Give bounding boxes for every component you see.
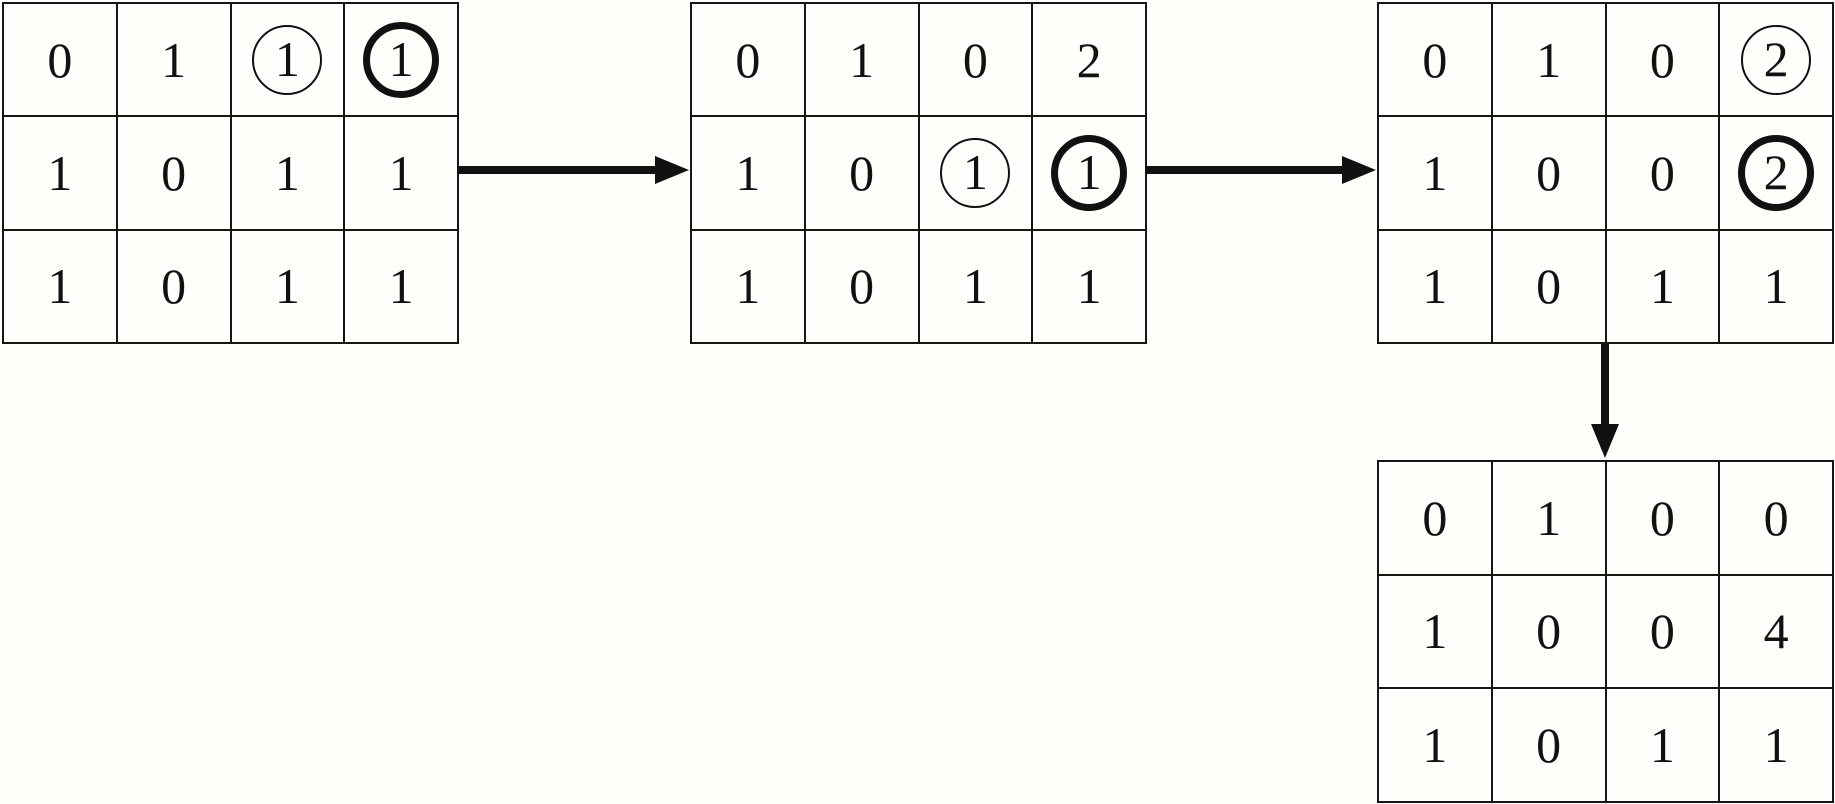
matrix-cell: 0 (1605, 574, 1720, 689)
matrix-cell: 1 (1378, 116, 1492, 230)
matrix-cell: 1 (1605, 688, 1720, 802)
matrix-cell: 0 (804, 116, 919, 230)
bold-circle-mark: 2 (1738, 134, 1815, 211)
matrix-cell: 0 (1491, 688, 1606, 802)
arrow-right-icon (459, 156, 689, 184)
matrix-cell: 0 (3, 3, 117, 117)
matrix-cell: 1 (116, 3, 231, 117)
matrix-cell: 1 (1719, 688, 1833, 802)
matrix-cell: 0 (116, 229, 231, 343)
matrix-cell: 1 (1378, 688, 1492, 802)
matrix-cell: 1 (1605, 229, 1720, 343)
matrix-cell: 0 (1378, 461, 1492, 575)
matrix-cell: 0 (1719, 461, 1833, 575)
matrix-cell: 1 (230, 229, 345, 343)
matrix-cell: 0 (1491, 229, 1606, 343)
bold-circle-mark: 1 (1051, 134, 1128, 211)
matrix-cell: 1 (1378, 574, 1492, 689)
matrix-cell: 1 (230, 3, 345, 117)
matrix-cell: 0 (918, 3, 1033, 117)
matrix-cell: 0 (1605, 461, 1720, 575)
matrix-cell: 2 (1719, 3, 1833, 117)
matrix-cell: 1 (3, 229, 117, 343)
matrix-cell: 1 (691, 116, 805, 230)
matrix-cell: 0 (1491, 574, 1606, 689)
matrix-cell: 1 (1032, 116, 1146, 230)
matrix-cell: 0 (804, 229, 919, 343)
matrix-cell: 1 (1719, 229, 1833, 343)
matrix-cell: 1 (344, 116, 458, 230)
matrix-cell: 1 (344, 3, 458, 117)
matrix-cell: 0 (1605, 116, 1720, 230)
matrix-cell: 0 (1491, 116, 1606, 230)
matrix-cell: 1 (3, 116, 117, 230)
matrix-cell: 1 (344, 229, 458, 343)
matrix-cell: 0 (1378, 3, 1492, 117)
matrix-cell: 1 (1378, 229, 1492, 343)
matrix-cell: 1 (691, 229, 805, 343)
matrix-cell: 1 (1032, 229, 1146, 343)
matrix-cell: 2 (1719, 116, 1833, 230)
matrix-cell: 1 (804, 3, 919, 117)
matrix-cell: 2 (1032, 3, 1146, 117)
thin-circle-mark: 1 (940, 137, 1011, 208)
matrix-cell: 0 (1605, 3, 1720, 117)
matrix-cell: 1 (918, 116, 1033, 230)
thin-circle-mark: 1 (252, 24, 323, 95)
matrix-cell: 1 (918, 229, 1033, 343)
matrix-cell: 1 (1491, 461, 1606, 575)
bold-circle-mark: 1 (363, 21, 440, 98)
matrix-cell: 1 (230, 116, 345, 230)
arrow-down-icon (1591, 344, 1619, 458)
thin-circle-mark: 2 (1741, 24, 1812, 95)
matrix-cell: 0 (691, 3, 805, 117)
arrow-right-icon (1146, 156, 1376, 184)
matrix-cell: 1 (1491, 3, 1606, 117)
matrix-cell: 0 (116, 116, 231, 230)
matrix-cell: 4 (1719, 574, 1833, 689)
